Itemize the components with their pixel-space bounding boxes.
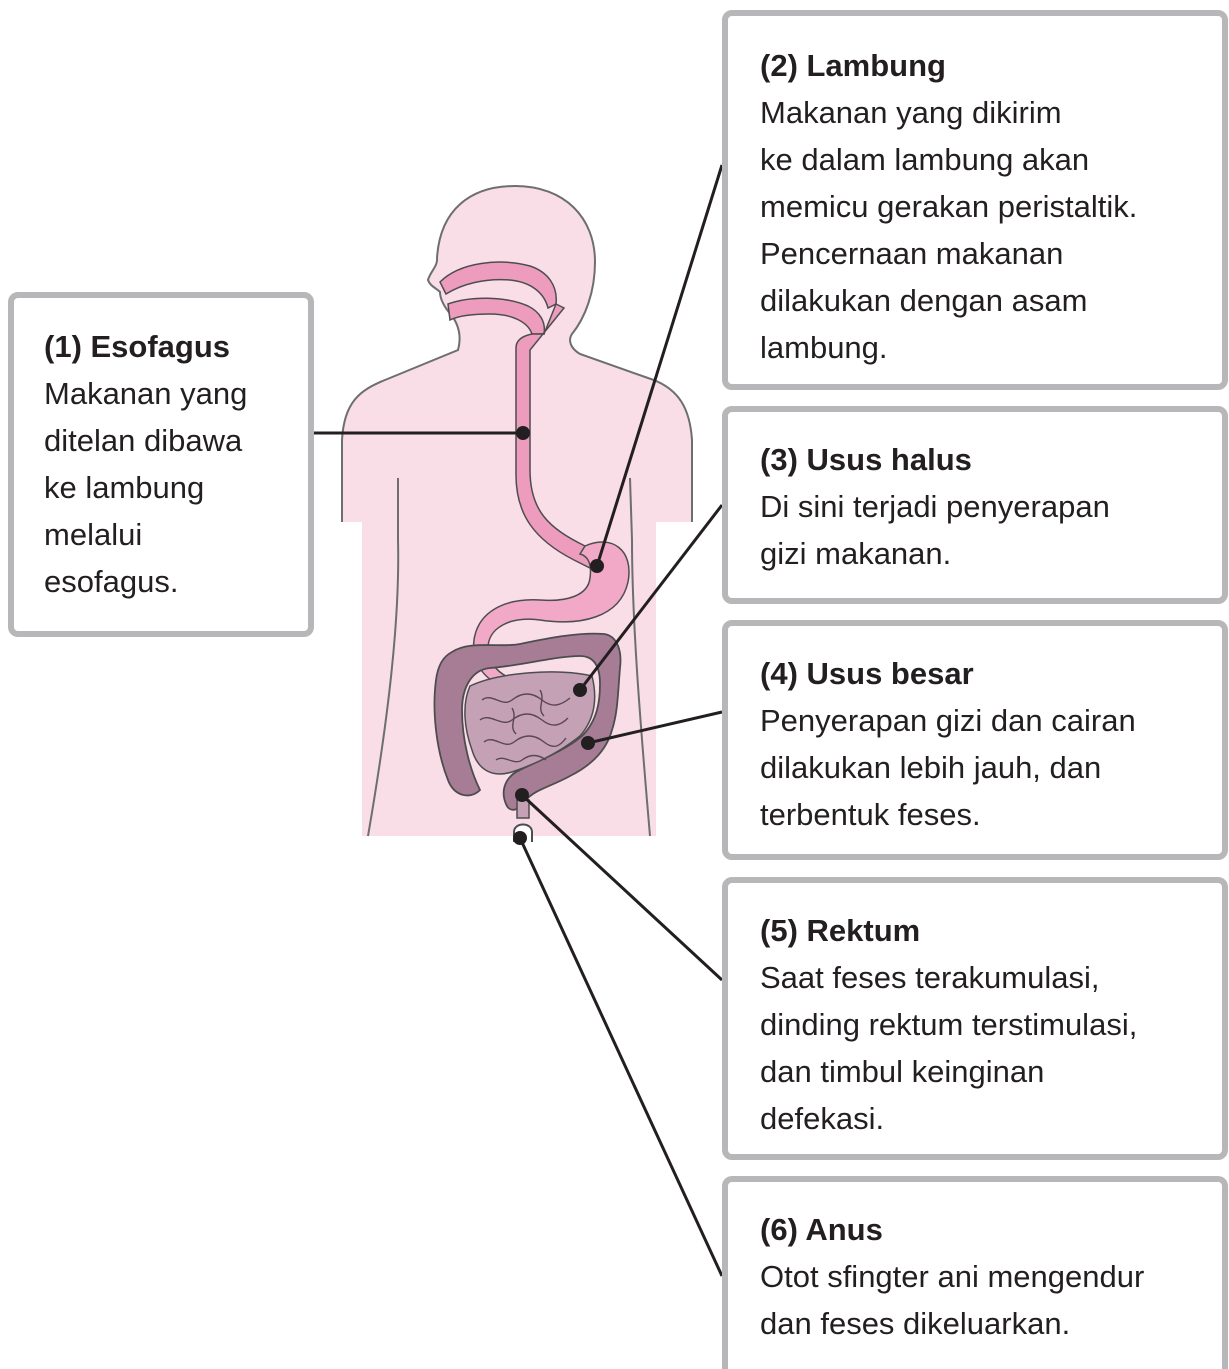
dot-rektum <box>515 788 529 802</box>
label-title-anus: (6) Anus <box>760 1206 1200 1253</box>
label-title-rektum: (5) Rektum <box>760 907 1200 954</box>
label-box-lambung: (2) Lambung Makanan yang dikirim ke dala… <box>722 10 1228 390</box>
leader-line-anus <box>520 838 722 1276</box>
label-text-usus-besar: Penyerapan gizi dan cairan dilakukan leb… <box>760 697 1200 838</box>
rectum <box>517 800 529 818</box>
label-box-rektum: (5) Rektum Saat feses terakumulasi, dind… <box>722 877 1228 1160</box>
label-box-usus-besar: (4) Usus besar Penyerapan gizi dan caira… <box>722 620 1228 860</box>
label-box-esofagus: (1) Esofagus Makanan yang ditelan dibawa… <box>8 292 314 637</box>
label-text-rektum: Saat feses terakumulasi, dinding rektum … <box>760 954 1200 1142</box>
dot-halus <box>573 683 587 697</box>
label-title-usus-besar: (4) Usus besar <box>760 650 1200 697</box>
label-title-usus-halus: (3) Usus halus <box>760 436 1200 483</box>
label-title-esofagus: (1) Esofagus <box>44 323 286 370</box>
label-box-anus: (6) Anus Otot sfingter ani mengendur dan… <box>722 1176 1228 1369</box>
dot-anus <box>513 831 527 845</box>
label-text-anus: Otot sfingter ani mengendur dan feses di… <box>760 1253 1200 1347</box>
label-text-lambung: Makanan yang dikirim ke dalam lambung ak… <box>760 89 1200 371</box>
dot-besar <box>581 736 595 750</box>
label-text-usus-halus: Di sini terjadi penyerapan gizi makanan. <box>760 483 1200 577</box>
dot-lambung <box>590 559 604 573</box>
label-box-usus-halus: (3) Usus halus Di sini terjadi penyerapa… <box>722 406 1228 604</box>
label-text-esofagus: Makanan yang ditelan dibawa ke lambung m… <box>44 370 286 605</box>
dot-esofagus <box>516 426 530 440</box>
label-title-lambung: (2) Lambung <box>760 42 1200 89</box>
